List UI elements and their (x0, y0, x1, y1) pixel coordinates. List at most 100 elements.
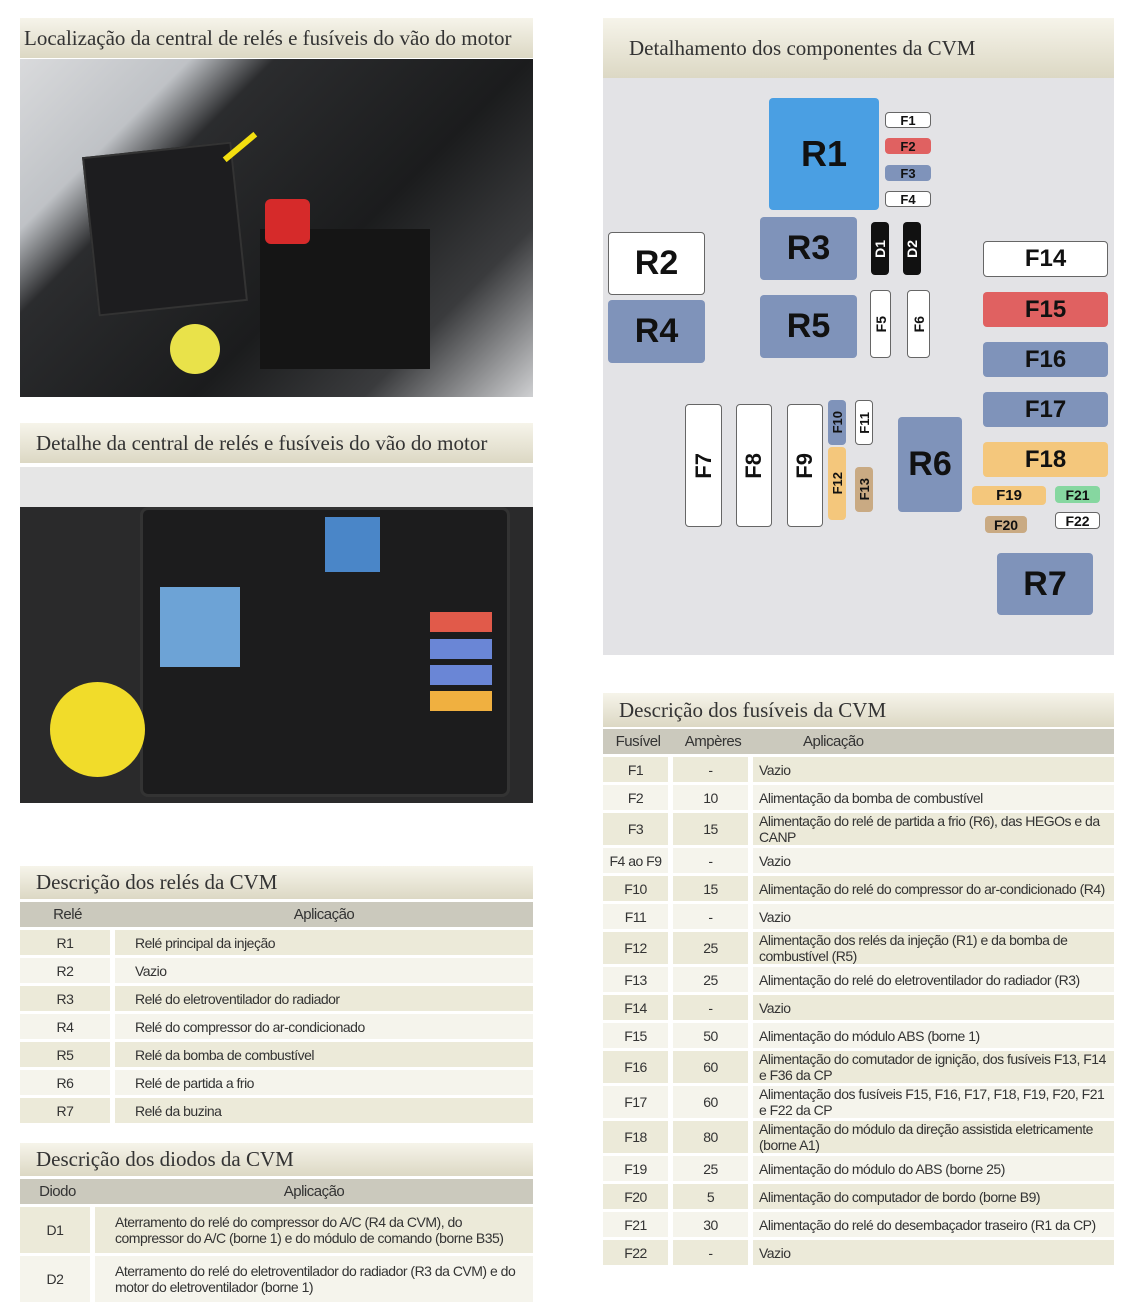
fuse-f7: F7 (685, 404, 722, 527)
relay-r1: R1 (769, 98, 879, 210)
fuse-amperes: 80 (673, 1121, 753, 1153)
component-label: R5 (786, 307, 831, 345)
relay-application: Relé do compressor do ar-condicionado (115, 1014, 533, 1039)
fuse-f2: F2 (885, 138, 931, 154)
fuse-f4: F4 (885, 191, 931, 207)
component-label: R2 (634, 244, 679, 282)
relay-application: Relé da buzina (115, 1098, 533, 1123)
relay-r7: R7 (997, 553, 1093, 615)
relay-id: R7 (20, 1098, 115, 1123)
relay-id: R2 (20, 958, 115, 983)
relay-application: Relé de partida a frio (115, 1070, 533, 1095)
component-label: F19 (996, 487, 1022, 504)
fuse-f14: F14 (983, 241, 1108, 277)
diagram-title: Detalhamento dos componentes da CVM (603, 18, 1114, 78)
diode-id: D2 (20, 1256, 95, 1302)
fuse-f10: F10 (828, 400, 846, 445)
fuse-f15: F15 (983, 292, 1108, 327)
table-row: F4 ao F9-Vazio (603, 848, 1114, 873)
component-label: F13 (856, 478, 872, 501)
fuse-application: Alimentação da bomba de combustível (753, 785, 1114, 810)
component-label: F22 (1065, 512, 1090, 529)
fuse-f13: F13 (855, 467, 873, 512)
component-label: R4 (634, 312, 679, 350)
col-fusivel: Fusível (603, 729, 673, 754)
fuse-id: F11 (603, 904, 673, 929)
fuse-f20: F20 (985, 516, 1027, 533)
fuse-application: Alimentação do comutador de ignição, dos… (753, 1051, 1114, 1083)
diode-d1: D1 (871, 222, 889, 275)
fuse-application: Alimentação do módulo da direção assisti… (753, 1121, 1114, 1153)
fuse-id: F19 (603, 1156, 673, 1181)
component-label: F12 (829, 472, 845, 495)
component-label: F18 (1024, 445, 1067, 473)
col-aplicacao: Aplicação (115, 902, 533, 927)
col-diodo: Diodo (20, 1179, 95, 1204)
fuse-f17: F17 (983, 392, 1108, 427)
fuse-id: F14 (603, 995, 673, 1020)
diode-application: Aterramento do relé do compressor do A/C… (95, 1207, 533, 1253)
photo2-title: Detalhe da central de relés e fusíveis d… (20, 423, 533, 463)
relay-r3: R3 (760, 217, 857, 280)
fuse-amperes: 5 (673, 1184, 753, 1209)
fuse-amperes: 50 (673, 1023, 753, 1048)
fuse-amperes: - (673, 848, 753, 873)
fuse-id: F10 (603, 876, 673, 901)
fuse-application: Vazio (753, 904, 1114, 929)
fuse-amperes: 15 (673, 813, 753, 845)
relay-id: R4 (20, 1014, 115, 1039)
fuse-id: F13 (603, 967, 673, 992)
fuse-f1: F1 (885, 112, 931, 128)
fuse-application: Alimentação do relé de partida a frio (R… (753, 813, 1114, 845)
component-label: F16 (1024, 345, 1067, 373)
fuse-application: Alimentação dos fusíveis F15, F16, F17, … (753, 1086, 1114, 1118)
fuse-id: F3 (603, 813, 673, 845)
diode-d2: D2 (903, 222, 921, 275)
fuse-amperes: 10 (673, 785, 753, 810)
fuse-f21: F21 (1055, 486, 1100, 503)
fuse-application: Vazio (753, 995, 1114, 1020)
relay-r4: R4 (608, 300, 705, 363)
relay-r2: R2 (608, 232, 705, 295)
fuse-application: Alimentação do relé do eletroventilador … (753, 967, 1114, 992)
fuse-amperes: 30 (673, 1212, 753, 1237)
fuse-amperes: 25 (673, 932, 753, 964)
fuses-title: Descrição dos fusíveis da CVM (603, 693, 1114, 727)
relay-id: R5 (20, 1042, 115, 1067)
relay-application: Relé do eletroventilador do radiador (115, 986, 533, 1011)
fuse-amperes: 60 (673, 1086, 753, 1118)
fuse-id: F12 (603, 932, 673, 964)
fuse-box-photo (20, 467, 533, 803)
fuse-application: Alimentação do relé do desembaçador tras… (753, 1212, 1114, 1237)
component-label: R6 (908, 445, 952, 483)
relay-id: R3 (20, 986, 115, 1011)
diode-id: D1 (20, 1207, 95, 1253)
fuse-application: Vazio (753, 757, 1114, 782)
engine-bay-photo (20, 59, 533, 397)
fuse-application: Alimentação do módulo ABS (borne 1) (753, 1023, 1114, 1048)
component-label: R1 (800, 133, 848, 174)
component-label: F5 (872, 315, 889, 333)
table-row: F11-Vazio (603, 904, 1114, 929)
fuse-f3: F3 (885, 165, 931, 181)
table-row: F1-Vazio (603, 757, 1114, 782)
relay-id: R6 (20, 1070, 115, 1095)
table-row: F14-Vazio (603, 995, 1114, 1020)
